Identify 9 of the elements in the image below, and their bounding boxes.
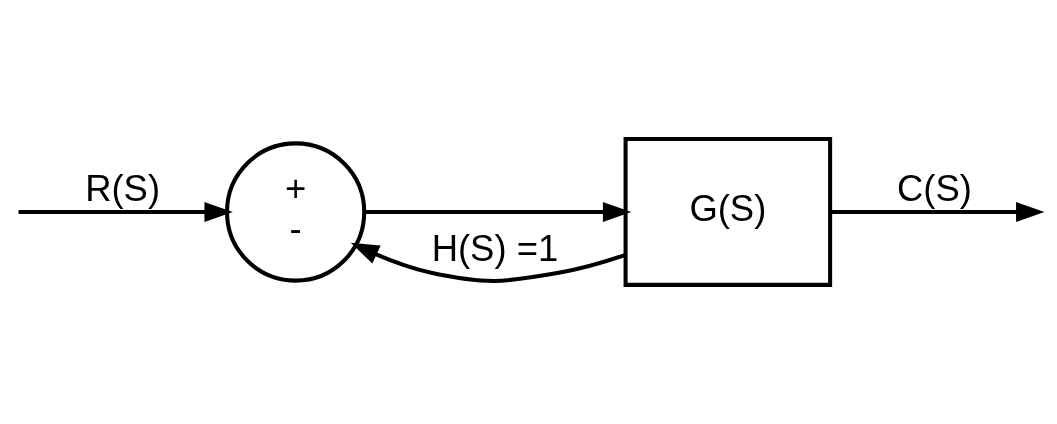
arrow	[18, 202, 233, 222]
arrow	[350, 242, 626, 283]
arrow	[364, 202, 632, 222]
arrow	[830, 202, 1045, 222]
edge-label: C(S)	[896, 167, 972, 209]
node-box: G(S)	[623, 137, 833, 287]
node-circle: + -	[225, 141, 367, 283]
edge-label: H(S) =1	[431, 228, 559, 270]
edge-label: R(S)	[85, 167, 161, 209]
